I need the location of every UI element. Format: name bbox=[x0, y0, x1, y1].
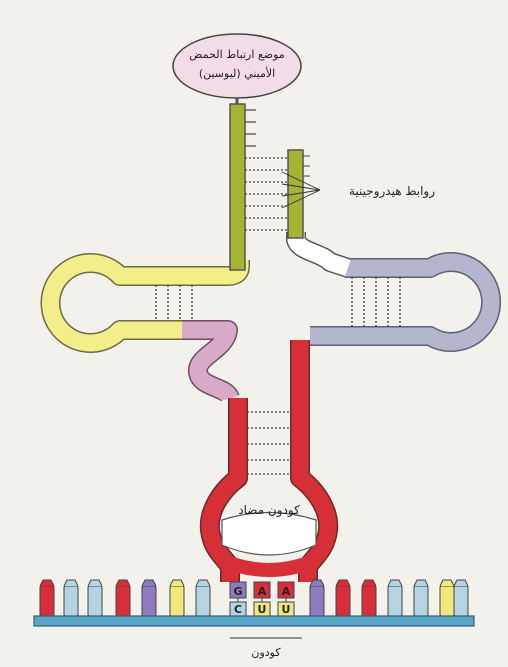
codon-base-letter: U bbox=[282, 603, 291, 616]
codon-label: كودون bbox=[251, 646, 281, 659]
mrna-nucleotide-notch bbox=[414, 580, 428, 586]
mrna-nucleotide bbox=[142, 586, 156, 616]
amino-acid-site-label-line2: الأميني (ليوسين) bbox=[199, 66, 275, 80]
d-arm-base-pairs bbox=[156, 285, 192, 321]
anticodon-base-letter: A bbox=[282, 585, 291, 598]
mrna-nucleotide-notch bbox=[64, 580, 78, 586]
anticodon-loop-inner bbox=[222, 513, 316, 556]
mrna-nucleotide bbox=[440, 586, 454, 616]
t-arm-base-pairs bbox=[352, 277, 400, 327]
mrna-nucleotide bbox=[336, 586, 350, 616]
mrna-nucleotide bbox=[362, 586, 376, 616]
mrna-nucleotide bbox=[88, 586, 102, 616]
mrna-nucleotide-notch bbox=[116, 580, 130, 586]
mrna-nucleotide-notch bbox=[142, 580, 156, 586]
amino-acid-site-ellipse bbox=[173, 34, 301, 98]
mrna-nucleotide-notch bbox=[196, 580, 210, 586]
anticodon-loop-bottom bbox=[222, 560, 316, 570]
mrna-nucleotide-notch bbox=[336, 580, 350, 586]
mrna-nucleotide bbox=[170, 586, 184, 616]
mrna-nucleotide bbox=[40, 586, 54, 616]
anticodon-label: كودون مضاد bbox=[238, 503, 300, 518]
hydrogen-bonds-label: روابط هيدروجينية bbox=[349, 184, 435, 199]
amino-acid-site-label-line1: موضع ارتباط الحمض bbox=[189, 48, 284, 61]
mrna-nucleotide-notch bbox=[388, 580, 402, 586]
mrna-nucleotide bbox=[64, 586, 78, 616]
white-connector-fill bbox=[296, 232, 348, 268]
mrna-nucleotide bbox=[196, 586, 210, 616]
codon-base-letter: C bbox=[234, 603, 242, 616]
mrna-nucleotide-notch bbox=[310, 580, 324, 586]
mrna-strand bbox=[34, 616, 474, 626]
mrna-nucleotide-notch bbox=[454, 580, 468, 586]
anticodon-base-letter: A bbox=[258, 585, 267, 598]
codon-base-letter: U bbox=[258, 603, 267, 616]
mrna-nucleotide bbox=[388, 586, 402, 616]
anticodon-arm-base-pairs bbox=[247, 412, 291, 474]
mrna-nucleotide-notch bbox=[40, 580, 54, 586]
mrna-nucleotide-notch bbox=[362, 580, 376, 586]
mrna-nucleotide bbox=[116, 586, 130, 616]
mrna-nucleotide-notch bbox=[88, 580, 102, 586]
mrna-nucleotide bbox=[454, 586, 468, 616]
mrna-nucleotide bbox=[414, 586, 428, 616]
mrna-nucleotide-notch bbox=[440, 580, 454, 586]
mrna-nucleotide bbox=[310, 586, 324, 616]
mrna-nucleotide-notch bbox=[170, 580, 184, 586]
acceptor-left-strand bbox=[230, 104, 245, 270]
anticodon-base-letter: G bbox=[233, 585, 242, 598]
